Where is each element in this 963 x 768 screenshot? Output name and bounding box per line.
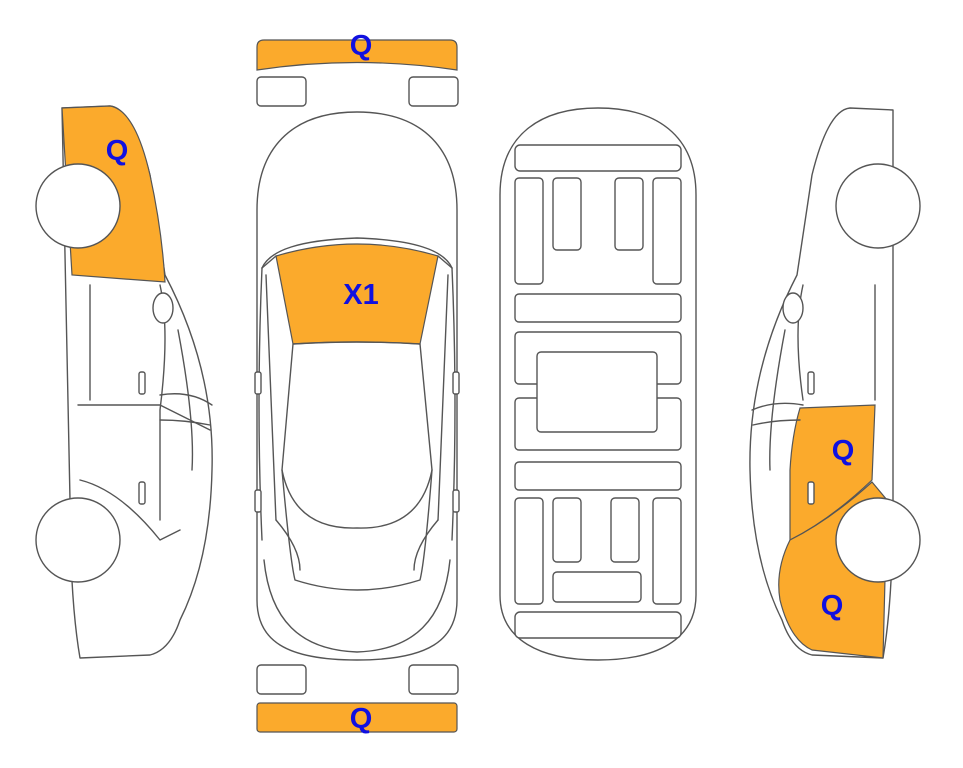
- interior-outline[interactable]: [499, 107, 697, 661]
- rear-left-light[interactable]: [256, 664, 307, 695]
- right-body-outline[interactable]: [749, 107, 894, 659]
- top-view: X1: [254, 111, 460, 661]
- windshield[interactable]: X1: [275, 243, 439, 345]
- top-body-outline[interactable]: [256, 111, 458, 661]
- front-right-light[interactable]: [408, 76, 459, 107]
- center-console[interactable]: [536, 351, 658, 433]
- right-rear-door-code: Q: [832, 435, 855, 467]
- interior-view: [499, 107, 697, 661]
- rear-right-light[interactable]: [408, 664, 459, 695]
- front-left-light[interactable]: [256, 76, 307, 107]
- rear-window[interactable]: [281, 469, 433, 591]
- rear-bumper[interactable]: Q: [256, 702, 458, 735]
- left-rear-wheel[interactable]: [35, 497, 121, 583]
- front-bumper[interactable]: Q: [256, 30, 458, 71]
- front-bumper-code: Q: [350, 30, 373, 62]
- right-side-view: Q Q: [749, 107, 921, 659]
- right-front-wheel[interactable]: [835, 163, 921, 249]
- right-rear-quarter-code: Q: [821, 590, 844, 622]
- right-rear-wheel[interactable]: [835, 497, 921, 583]
- left-front-wheel[interactable]: [35, 163, 121, 249]
- left-front-fender-code: Q: [106, 135, 129, 167]
- windshield-code: X1: [343, 279, 378, 311]
- roof[interactable]: [281, 341, 433, 529]
- left-side-view: Q: [35, 105, 213, 659]
- rear-bumper-code: Q: [350, 703, 373, 735]
